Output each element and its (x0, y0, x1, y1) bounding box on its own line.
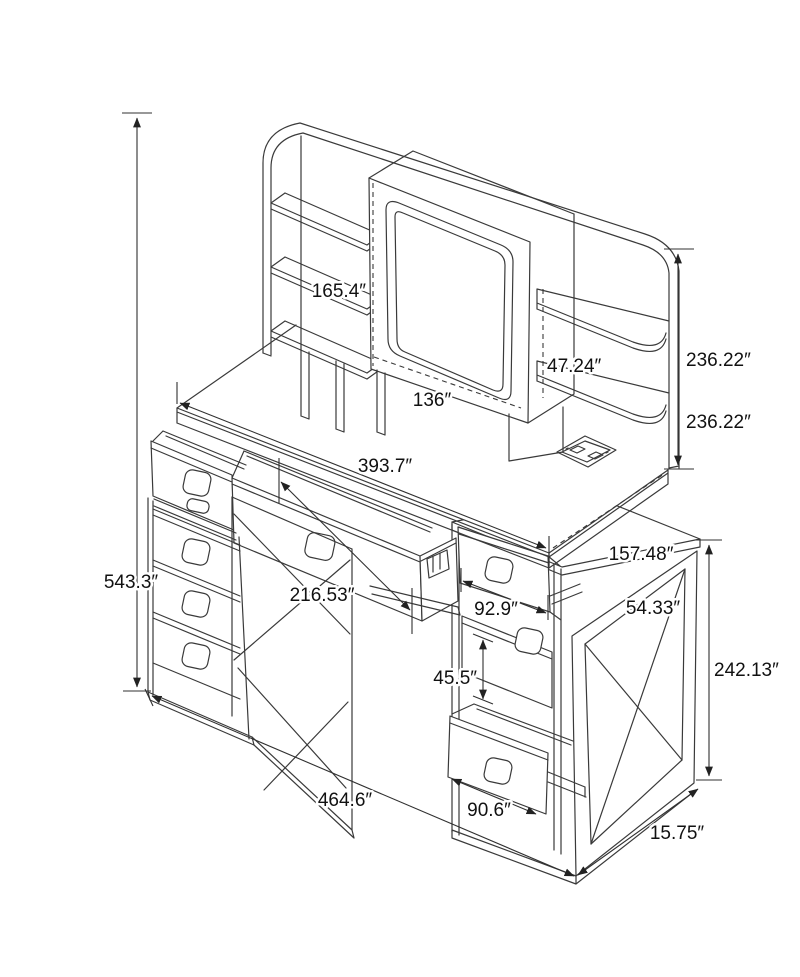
dim-label-open-drawer: 90.6″ (467, 800, 511, 821)
dim-label-mirror-height: 165.4″ (312, 281, 367, 302)
hutch-left-shelves (270, 192, 382, 380)
dim-label-center-drawer: 216.53″ (290, 585, 355, 606)
drawer-handle (514, 627, 544, 655)
dim-label-cabinet-depth: 157.48″ (609, 544, 674, 565)
drawer-handle (181, 642, 211, 670)
dim-label-cabinet-height: 242.13″ (714, 660, 779, 681)
mirror-frame-inner (394, 211, 506, 392)
desk-right-edge (548, 469, 669, 569)
dim-cabinet-height (696, 539, 722, 781)
dim-label-drawer-height: 45.5″ (433, 668, 477, 689)
dim-base-depth (577, 788, 699, 876)
ref-mirror-width (373, 356, 522, 409)
dim-label-side-drawer: 92.9″ (474, 599, 518, 620)
dim-label-base-depth: 15.75″ (650, 823, 705, 844)
dimension-lines (122, 112, 722, 877)
drawer-handle (484, 556, 514, 584)
lower-brace (237, 667, 349, 791)
dim-center-drawer (278, 458, 413, 634)
mirror-cabinet-side (527, 213, 575, 424)
right-drawer-open (447, 703, 587, 815)
dim-label-mirror-width: 136″ (413, 390, 452, 411)
dim-side-drawer (460, 568, 549, 620)
dim-label-overall-width: 464.6″ (318, 790, 373, 811)
hutch-uprights (262, 135, 680, 469)
mirror-cabinet-top (368, 150, 575, 215)
right-drawer-middle (461, 615, 553, 709)
drawer-handle (182, 469, 212, 497)
mirror-frame-outer (385, 200, 514, 401)
desk-depth-hidden-line (552, 473, 665, 549)
dim-label-hutch-upper: 236.22″ (686, 350, 751, 371)
drawer-handle (181, 590, 211, 618)
drawer-handle (483, 757, 513, 785)
dim-label-overall-height: 543.3″ (104, 572, 159, 593)
hutch-back-panel-inner (270, 132, 670, 469)
drawer-slide-icon (426, 549, 450, 579)
dim-label-cabinet-top-width: 54.33″ (626, 598, 681, 619)
left-pedestal-right-edge (238, 536, 250, 740)
dim-hutch-height (664, 248, 694, 470)
dim-overall-width (144, 688, 575, 877)
dim-label-hutch-lower: 236.22″ (686, 412, 751, 433)
right-pedestal-stiles (451, 523, 562, 855)
drawer-handle (304, 532, 336, 561)
dim-label-shelf-spacing: 47.24″ (547, 356, 602, 377)
drawer-handle (181, 538, 211, 566)
power-outlet-icon (556, 435, 617, 468)
dimension-labels: 165.4″ 47.24″ 136″ 236.22″ 236.22″ 393.7… (101, 279, 781, 847)
dim-desktop-width (176, 382, 550, 566)
dim-label-desktop-width: 393.7″ (358, 456, 413, 477)
left-pedestal-base (147, 691, 255, 746)
left-pedestal-stile (147, 497, 154, 696)
